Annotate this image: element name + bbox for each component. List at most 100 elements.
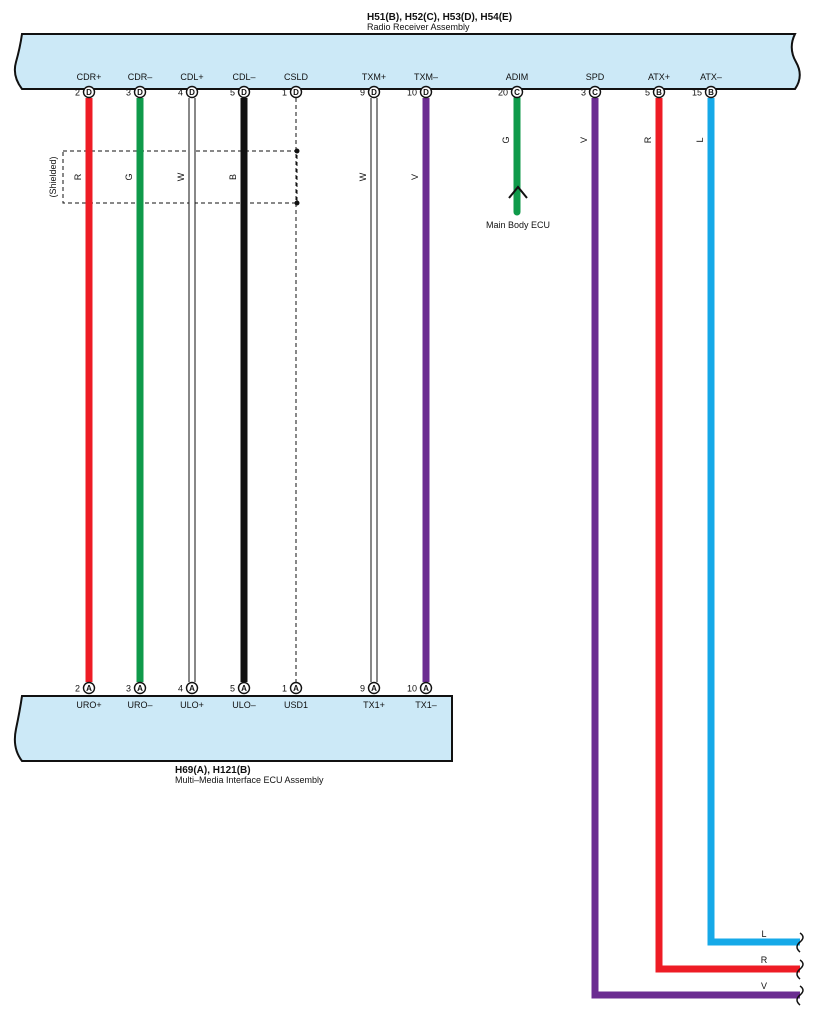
bottom-assembly-box: [13, 695, 453, 762]
pin-conn-ulo_minus: A: [241, 684, 247, 693]
bottom-assembly-codes: H69(A), H121(B): [175, 765, 251, 776]
pin-label-tx1_minus: TX1–: [415, 700, 437, 710]
wire-color-txm_plus: W: [358, 172, 368, 181]
adim-destination-label: Main Body ECU: [486, 220, 550, 230]
top-assembly-codes: H51(B), H52(C), H53(D), H54(E): [367, 12, 512, 23]
bottom-pins: A2URO+A3URO–A4ULO+A5ULO–A1USD1A9TX1+A10T…: [75, 681, 437, 710]
pin-number-txm_minus: 10: [407, 88, 417, 98]
pin-number-adim: 20: [498, 88, 508, 98]
pin-circle-csld: [289, 85, 303, 99]
pin-conn-cdl_minus: D: [241, 88, 247, 97]
pin-circle-ulo_minus: [237, 681, 251, 695]
pin-number-csld: 1: [282, 88, 287, 98]
pin-number-atx_plus: 5: [645, 88, 650, 98]
wire-atx_plus: [655, 98, 800, 973]
top-assembly-box: [13, 33, 801, 90]
pin-circle-tx1_minus: [419, 681, 433, 695]
pin-label-csld: CSLD: [284, 72, 309, 82]
wire-color-spd: V: [579, 137, 589, 143]
pin-circle-uro_minus: [133, 681, 147, 695]
top-assembly-name: Radio Receiver Assembly: [367, 22, 470, 32]
pin-cdr_minus: D3 CDR–: [126, 72, 153, 99]
pin-circle-cdl_plus: [185, 85, 199, 99]
wire-color-cdl_plus: W: [176, 172, 186, 181]
break-mark-v: [796, 985, 804, 1006]
pin-number-usd1: 1: [282, 684, 287, 694]
adim-arrow-icon: [508, 185, 528, 199]
pin-label-ulo_minus: ULO–: [232, 700, 256, 710]
pin-conn-atx_plus: B: [656, 88, 662, 97]
wire-color-atx_minus: L: [695, 137, 705, 142]
wire-color-cdl_minus: B: [228, 174, 238, 180]
pin-conn-atx_minus: B: [708, 88, 714, 97]
pin-conn-adim: C: [514, 88, 520, 97]
pin-adim: C 20 ADIM: [498, 72, 529, 99]
pin-number-ulo_plus: 4: [178, 684, 183, 694]
pin-circle-atx_plus: [652, 85, 666, 99]
bottom-assembly-name: Multi–Media Interface ECU Assembly: [175, 775, 324, 785]
pin-number-cdr_minus: 3: [126, 88, 131, 98]
pin-circle-ulo_plus: [185, 681, 199, 695]
pin-label-txm_plus: TXM+: [362, 72, 386, 82]
pin-number-atx_minus: 15: [692, 88, 702, 98]
pin-circle-usd1: [289, 681, 303, 695]
wire-spd: [591, 98, 800, 999]
pin-circle-cdr_plus: [82, 85, 96, 99]
pin-conn-spd: C: [592, 88, 598, 97]
pin-conn-txm_plus: D: [371, 88, 377, 97]
pin-label-uro_plus: URO+: [76, 700, 101, 710]
shield-junction-top: [294, 148, 300, 154]
exit-label-spd: V: [761, 981, 767, 991]
pin-label-ulo_plus: ULO+: [180, 700, 204, 710]
wire-color-adim: G: [501, 136, 511, 143]
pin-conn-csld: D: [293, 88, 299, 97]
pin-label-atx_plus: ATX+: [648, 72, 670, 82]
pin-number-tx1_plus: 9: [360, 684, 365, 694]
shield-label: (Shielded): [48, 156, 58, 197]
pin-circle-cdl_minus: [237, 85, 251, 99]
pin-label-cdr_plus: CDR+: [77, 72, 102, 82]
pin-label-tx1_plus: TX1+: [363, 700, 385, 710]
pin-label-usd1: USD1: [284, 700, 308, 710]
pin-conn-tx1_plus: A: [371, 684, 377, 693]
pin-circle-txm_plus: [367, 85, 381, 99]
pin-label-adim: ADIM: [506, 72, 529, 82]
pin-number-tx1_minus: 10: [407, 684, 417, 694]
exit-label-atx_minus: L: [761, 929, 766, 939]
wire-atx_minus: [707, 98, 800, 946]
wire-color-atx_plus: R: [643, 136, 653, 143]
pin-conn-tx1_minus: A: [423, 684, 429, 693]
pin-label-txm_minus: TXM–: [414, 72, 438, 82]
pin-conn-cdr_minus: D: [137, 88, 143, 97]
pin-circle-txm_minus: [419, 85, 433, 99]
pin-conn-cdr_plus: D: [86, 88, 92, 97]
break-mark-l: [796, 932, 804, 953]
pin-conn-uro_minus: A: [137, 684, 143, 693]
pin-label-atx_minus: ATX–: [700, 72, 722, 82]
pin-atx_plus: B5 ATX+: [645, 72, 670, 99]
pin-conn-txm_minus: D: [423, 88, 429, 97]
pin-number-cdl_plus: 4: [178, 88, 183, 98]
pin-number-cdr_plus: 2: [75, 88, 80, 98]
pin-conn-ulo_plus: A: [189, 684, 195, 693]
pin-circle-atx_minus: [704, 85, 718, 99]
pin-conn-cdl_plus: D: [189, 88, 195, 97]
pin-label-cdr_minus: CDR–: [128, 72, 153, 82]
pin-number-ulo_minus: 5: [230, 684, 235, 694]
pin-circle-cdr_minus: [133, 85, 147, 99]
pin-number-uro_plus: 2: [75, 684, 80, 694]
shield-box: [62, 150, 298, 204]
pin-conn-uro_plus: A: [86, 684, 92, 693]
pin-circle-spd: [588, 85, 602, 99]
pin-label-spd: SPD: [586, 72, 605, 82]
